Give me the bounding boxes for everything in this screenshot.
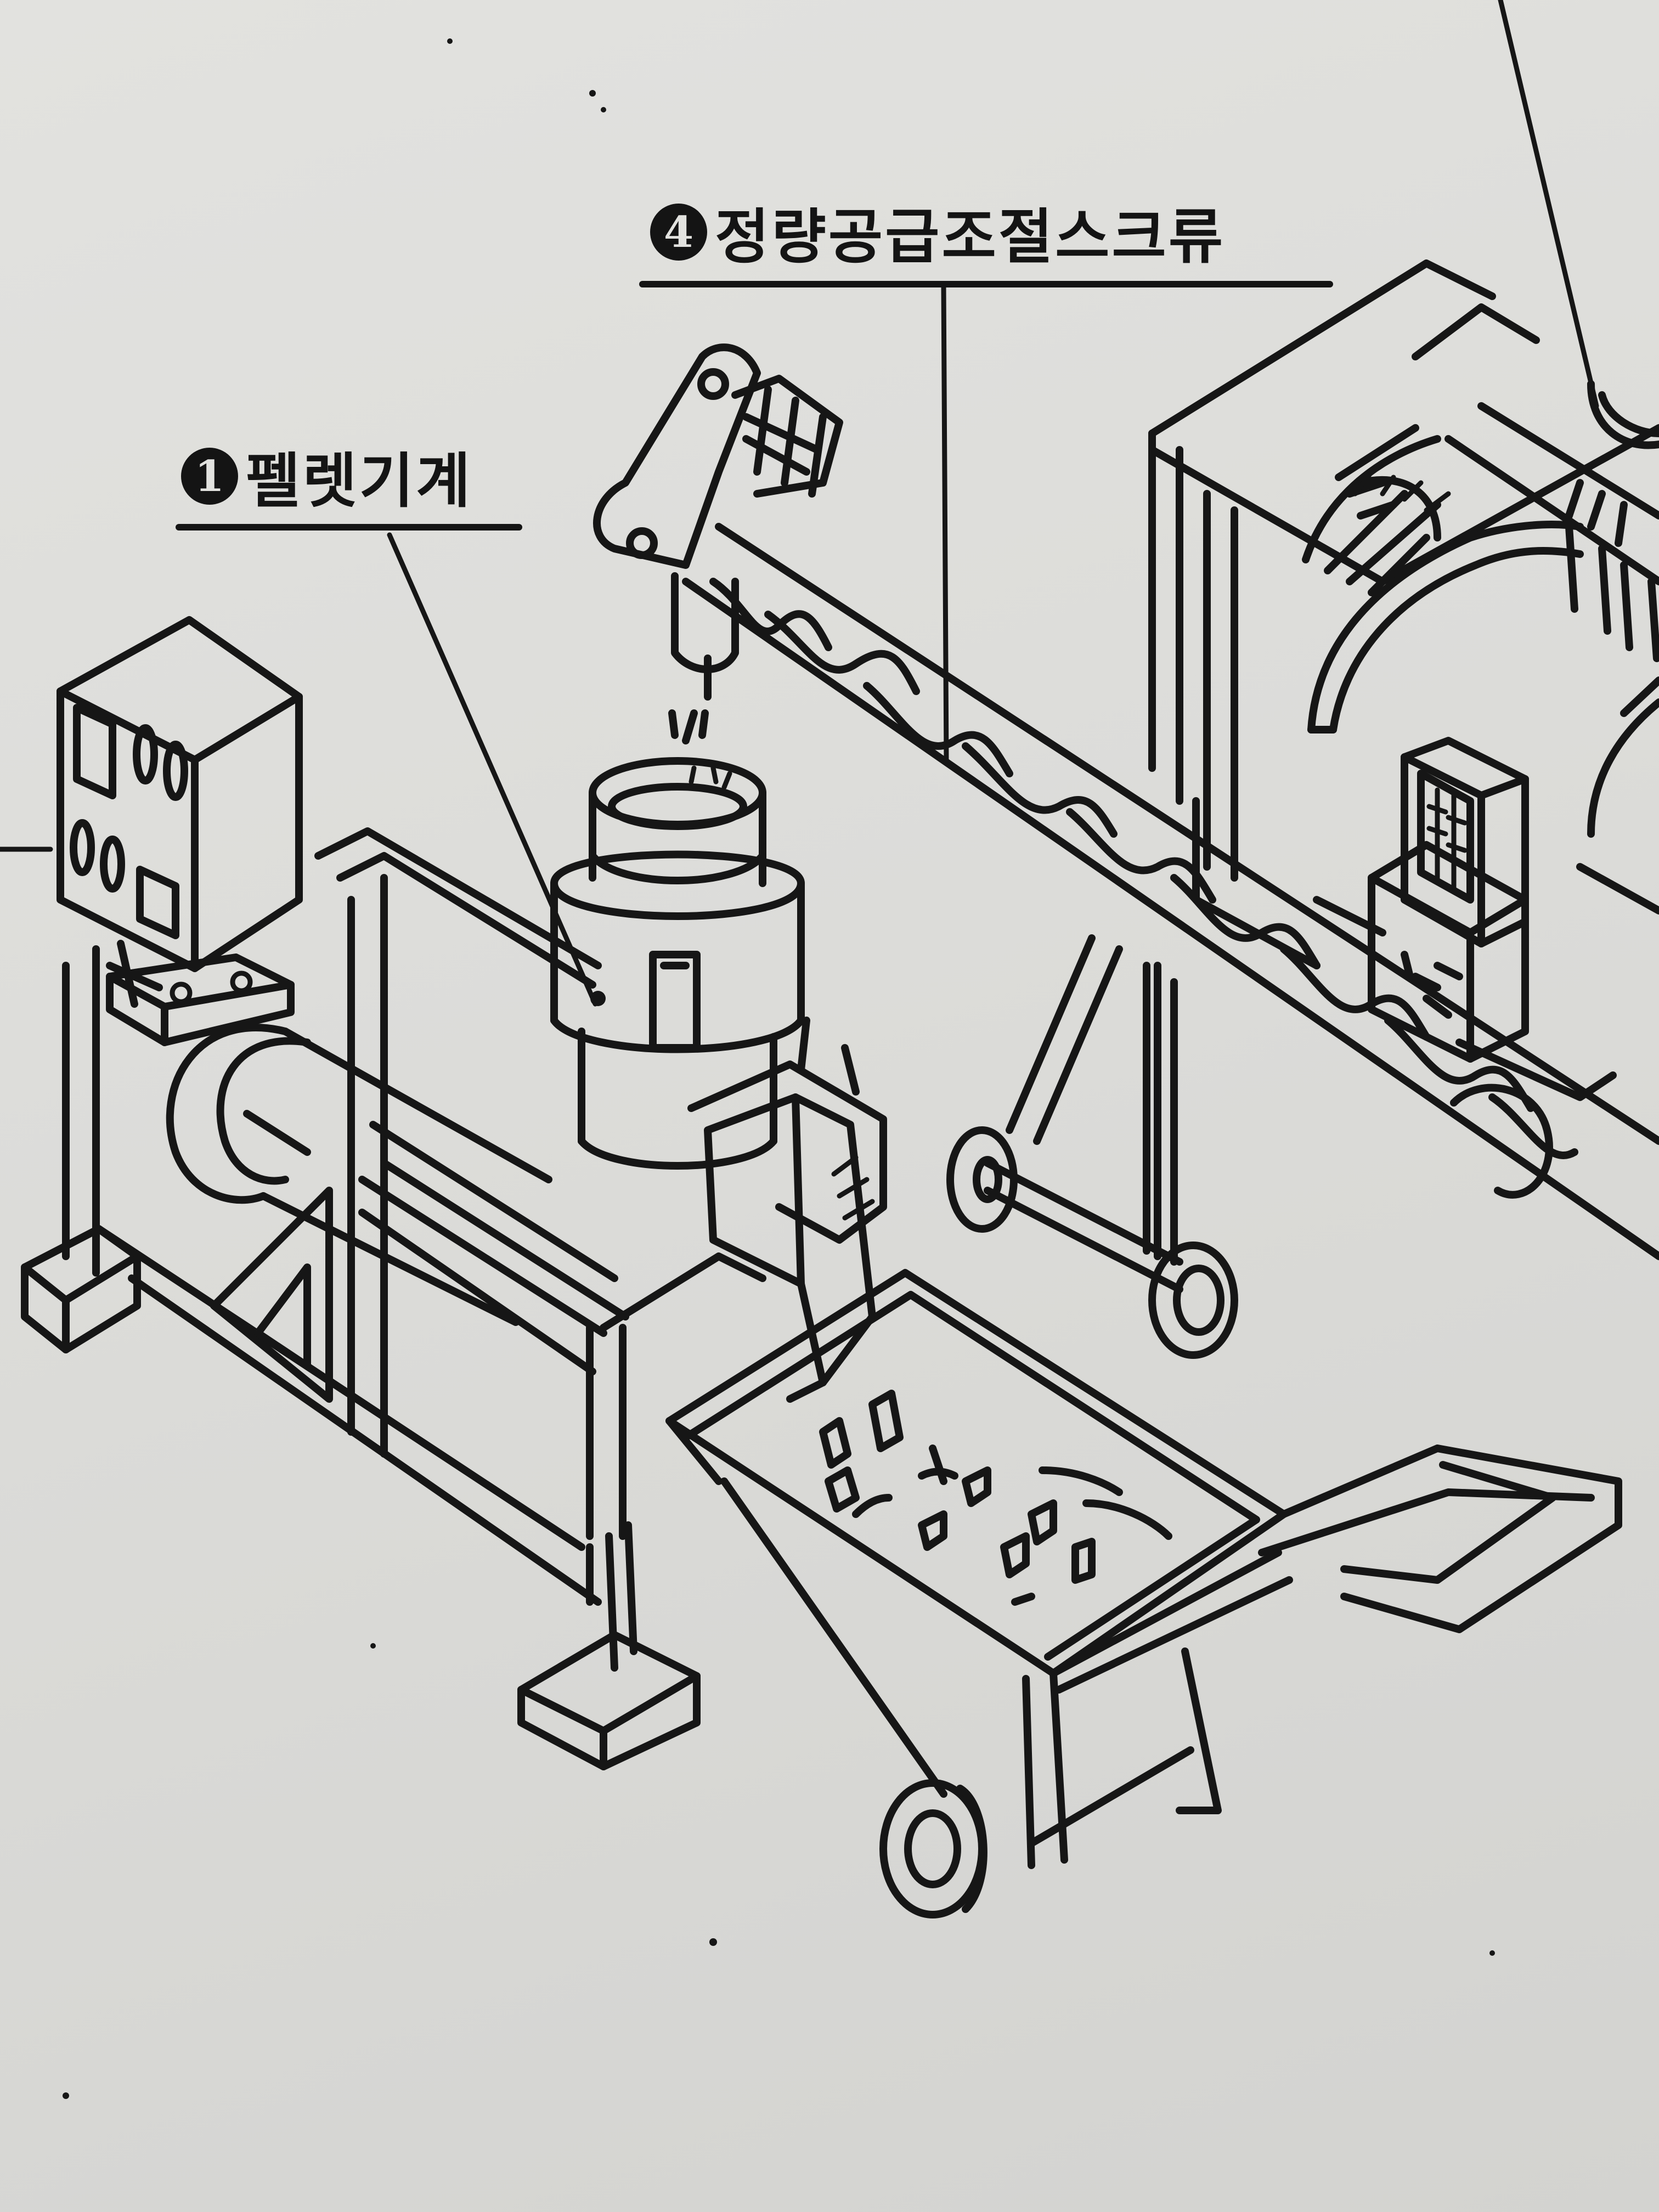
leader-line-screw-feeder xyxy=(941,283,949,765)
drive-cylinder xyxy=(166,1024,552,1326)
pellet-mill-body xyxy=(550,709,805,1170)
callout-pellet-machine: 1 펠렛기계 xyxy=(181,433,472,519)
scan-speckles xyxy=(63,38,1495,2099)
pellet-machine-frame xyxy=(21,827,766,1770)
callout-label: 펠렛기계 xyxy=(246,447,473,516)
callout-underline xyxy=(176,524,522,531)
screw-gearbox xyxy=(593,343,843,701)
motor-mount xyxy=(106,953,295,1046)
callout-number-badge: 4 xyxy=(650,204,707,261)
callout-label: 정량공급조절스크류 xyxy=(715,203,1226,272)
meter-unit xyxy=(1368,737,1617,1101)
supply-container xyxy=(1148,259,1659,969)
leader-line-pellet-machine xyxy=(387,532,598,1007)
wheelbarrow xyxy=(665,1269,1622,1918)
leader-line-top-right xyxy=(1498,0,1599,409)
conveyor-stand xyxy=(946,934,1238,1359)
callout-number-badge: 1 xyxy=(181,448,238,505)
control-box xyxy=(57,616,303,1008)
callout-underline xyxy=(639,281,1333,287)
pellets xyxy=(819,1390,1172,1606)
discharge-chute xyxy=(687,1017,887,1403)
callout-screw-feeder: 4 정량공급조절스크류 xyxy=(650,189,1225,275)
